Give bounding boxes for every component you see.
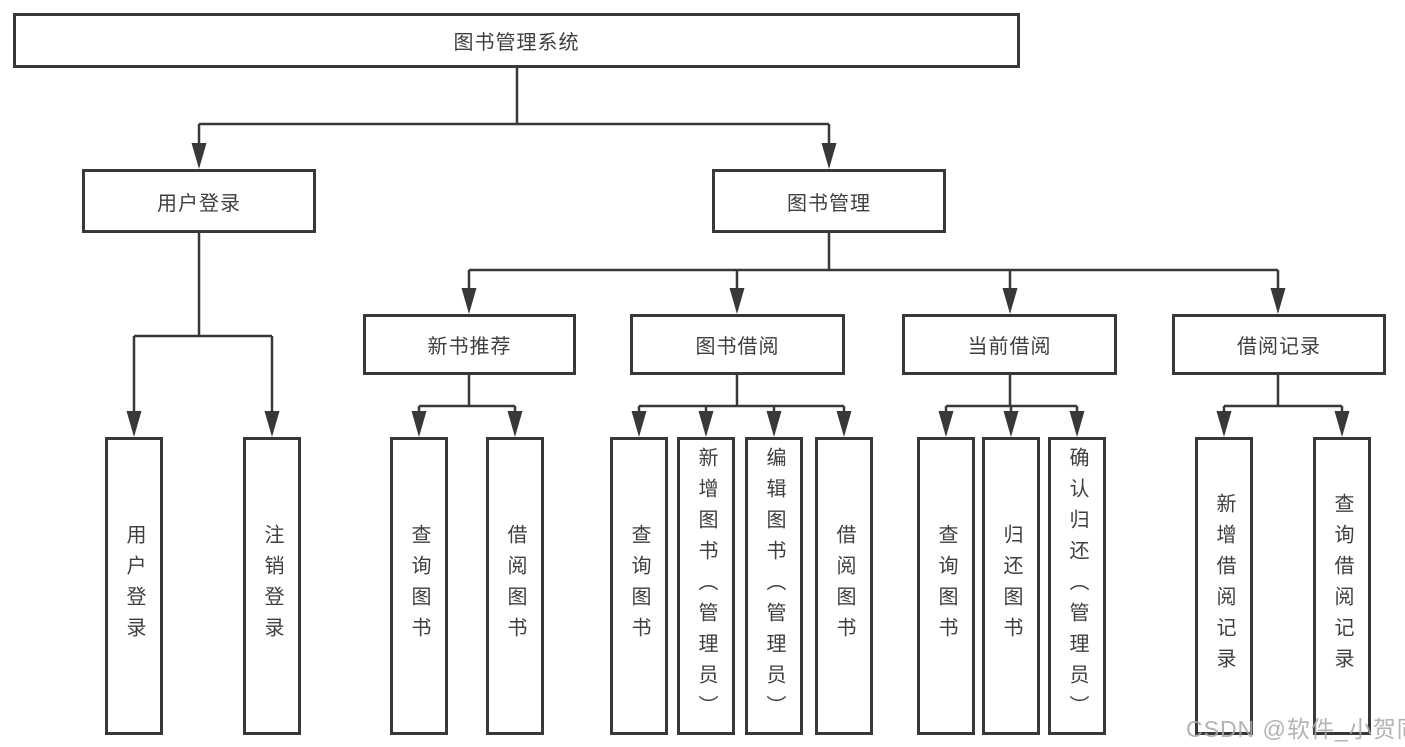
node-label: 新增借阅记录 bbox=[1213, 493, 1235, 679]
node-book-management-module: 图书管理 bbox=[712, 169, 946, 233]
node-query-books-current: 查询图书 bbox=[917, 437, 975, 735]
node-library-management-system: 图书管理系统 bbox=[13, 13, 1020, 68]
node-label: 确认归还（管理员） bbox=[1066, 446, 1088, 726]
node-label: 查询借阅记录 bbox=[1331, 493, 1353, 679]
node-borrow-books-recommend: 借阅图书 bbox=[486, 437, 544, 735]
csdn-watermark: CSDN @软件_小贺同学 bbox=[1186, 716, 1405, 742]
node-query-books-borrow: 查询图书 bbox=[610, 437, 668, 735]
node-edit-book-admin: 编辑图书（管理员） bbox=[745, 437, 803, 735]
node-label: 新增图书（管理员） bbox=[695, 446, 717, 726]
node-query-borrow-record: 查询借阅记录 bbox=[1313, 437, 1371, 735]
node-add-borrow-record: 新增借阅记录 bbox=[1195, 437, 1253, 735]
connector-current-to-children bbox=[944, 374, 1079, 415]
node-label: 归还图书 bbox=[1000, 524, 1022, 648]
node-label: 查询图书 bbox=[935, 524, 957, 648]
node-label: 查询图书 bbox=[408, 524, 430, 648]
connector-borrow-to-children bbox=[637, 374, 846, 415]
node-label: 借阅图书 bbox=[504, 524, 526, 648]
node-label: 用户登录 bbox=[123, 524, 145, 648]
node-logout-action: 注销登录 bbox=[243, 437, 301, 735]
connector-recommend-to-children bbox=[417, 374, 517, 415]
node-label: 编辑图书（管理员） bbox=[763, 446, 785, 726]
connector-login-to-children bbox=[132, 232, 274, 415]
node-user-login-action: 用户登录 bbox=[105, 437, 163, 735]
node-current-borrowing: 当前借阅 bbox=[902, 314, 1117, 375]
node-label: 注销登录 bbox=[261, 524, 283, 648]
connector-records-to-children bbox=[1222, 374, 1344, 415]
connector-root-to-level1 bbox=[197, 66, 831, 147]
node-borrow-books-action: 借阅图书 bbox=[815, 437, 873, 735]
node-book-borrowing: 图书借阅 bbox=[630, 314, 845, 375]
node-new-book-recommend: 新书推荐 bbox=[363, 314, 576, 375]
node-borrowing-records: 借阅记录 bbox=[1172, 314, 1386, 375]
connector-mgmt-to-level2 bbox=[467, 232, 1280, 292]
node-add-book-admin: 新增图书（管理员） bbox=[677, 437, 735, 735]
node-return-books: 归还图书 bbox=[982, 437, 1040, 735]
node-confirm-return-admin: 确认归还（管理员） bbox=[1048, 437, 1106, 735]
node-label: 查询图书 bbox=[628, 524, 650, 648]
node-user-login-module: 用户登录 bbox=[82, 169, 316, 233]
node-query-books-recommend: 查询图书 bbox=[390, 437, 448, 735]
node-label: 借阅图书 bbox=[833, 524, 855, 648]
